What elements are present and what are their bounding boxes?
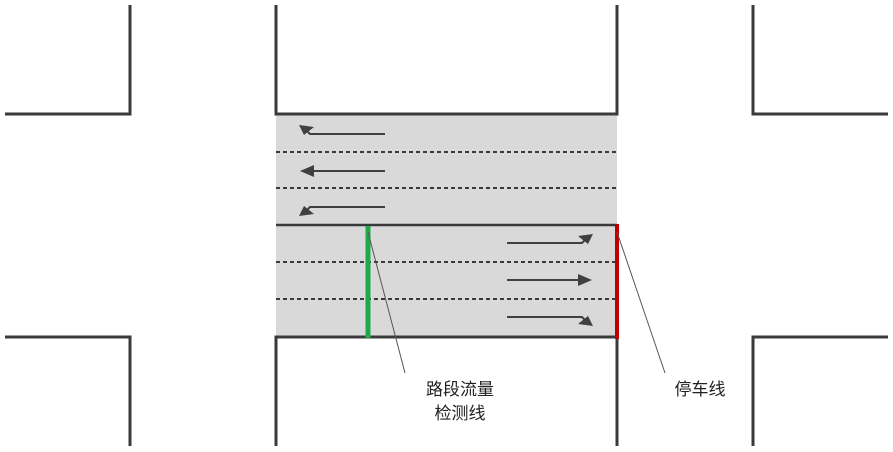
- curb-bottom-left: [5, 335, 132, 446]
- curb-bottom-right: [751, 335, 888, 446]
- westbound-arrows: [299, 125, 385, 216]
- right-turn-arrow-icon: [507, 316, 593, 326]
- curbs: [5, 5, 888, 446]
- lane-dividers: [276, 151, 617, 300]
- curb-top-middle: [274, 5, 619, 116]
- left-turn-arrow-icon: [299, 125, 385, 135]
- curb-bottom-middle: [274, 335, 619, 446]
- left-turn-arrow-icon: [299, 206, 385, 216]
- curb-top-left: [5, 5, 132, 116]
- stop-callout-line: [616, 231, 666, 374]
- straight-arrow-icon: [507, 274, 592, 286]
- curb-top-right: [751, 5, 888, 116]
- detector-label-line-1: 路段流量: [426, 380, 494, 400]
- detector-label-line-2: 检测线: [434, 404, 486, 424]
- left-turn-arrow-icon: [507, 234, 593, 244]
- eastbound-arrows: [507, 234, 593, 326]
- stop-line-label: 停车线: [674, 380, 726, 400]
- straight-arrow-icon: [300, 165, 385, 177]
- detector-callout-line: [367, 231, 406, 374]
- detector-line-label: 路段流量 检测线: [405, 378, 515, 426]
